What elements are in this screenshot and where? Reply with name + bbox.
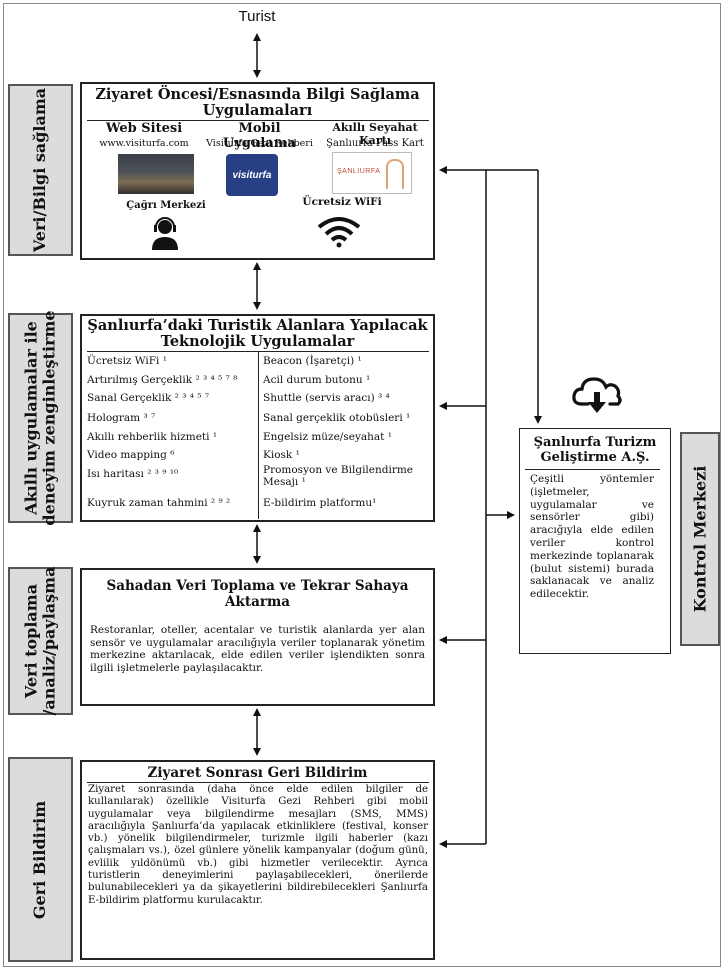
tech-item-right: Acil durum butonu ¹ — [263, 374, 371, 386]
tech-item-right: Shuttle (servis aracı) ³ ⁴ — [263, 392, 390, 404]
kart-title: Akıllı Seyahat Kartı — [332, 121, 418, 147]
wifi-icon — [317, 217, 361, 248]
web-title: Web Sitesi — [105, 121, 183, 136]
headset-icon — [152, 217, 178, 250]
control-title-line2: Geliştirme A.Ş. — [540, 450, 650, 465]
side-label-kontrol: Kontrol Merkezi — [680, 432, 720, 646]
wifi-title: Ücretsiz WiFi — [302, 196, 382, 208]
website-thumbnail — [118, 154, 194, 194]
box4-text: Ziyaret sonrasında (daha önce elde edile… — [88, 784, 428, 906]
box2-title-line1: Şanlıurfa’daki Turistik Alanlara Yapılac… — [87, 317, 428, 334]
cagri-title: Çağrı Merkezi — [126, 200, 206, 211]
sanliurfa-pass-card: ŞANLIURFA — [332, 152, 412, 194]
box2-title: Şanlıurfa’daki Turistik Alanlara Yapılac… — [82, 318, 433, 350]
outer-frame — [3, 3, 721, 967]
control-title-line1: Şanlıurfa Turizm — [533, 435, 657, 450]
control-title: Şanlıurfa Turizm Geliştirme A.Ş. — [520, 435, 670, 465]
tech-item-right: Engelsiz müze/seyahat ¹ — [263, 431, 392, 443]
control-text: Çeşitli yöntemler (işletmeler, uygulamal… — [530, 473, 654, 601]
turist-label: Turist — [238, 8, 276, 25]
tech-item-left: Artırılmış Gerçeklik ² ³ ⁴ ⁵ ⁷ ⁸ — [87, 374, 238, 386]
tech-item-left: Kuyruk zaman tahmini ² ⁹ ² — [87, 497, 231, 509]
box-kontrol-merkezi: Şanlıurfa Turizm Geliştirme A.Ş. Çeşitli… — [519, 428, 671, 654]
box1-title: Ziyaret Öncesi/Esnasında Bilgi Sağlama U… — [82, 87, 433, 119]
box3-text: Restoranlar, oteller, acentalar ve turis… — [90, 624, 425, 674]
box-veri-toplama: Sahadan Veri Toplama ve Tekrar Sahaya Ak… — [80, 568, 435, 706]
card-logo-text: ŞANLIURFA — [337, 168, 381, 175]
tech-item-right: E-bildirim platformu¹ — [263, 497, 377, 509]
tech-item-right: Sanal gerçeklik otobüsleri ¹ — [263, 412, 411, 424]
tech-item-right: Beacon (İşaretçi) ¹ — [263, 355, 362, 367]
tech-item-right: Mesajı ¹ — [263, 476, 306, 488]
tech-item-left: Ücretsiz WiFi ¹ — [87, 355, 167, 367]
side-label-veri-bilgi: Veri/Bilgi sağlama — [8, 84, 73, 256]
side-label-akilli: Akıllı uygulamalar ile deneyim zenginleş… — [8, 310, 73, 526]
tech-item-left: Sanal Gerçeklik ² ³ ⁴ ⁵ ⁷ — [87, 392, 210, 404]
cloud-download-icon — [572, 377, 622, 413]
control-divider — [525, 469, 660, 470]
box1-title-line2: Uygulamaları — [202, 102, 313, 119]
box1-divider — [87, 120, 429, 121]
box2-column-divider — [258, 351, 259, 519]
mobil-sub: Visiturfa Gezi Rehberi — [206, 138, 313, 149]
side-label-geri-bildirim: Geri Bildirim — [8, 757, 73, 962]
box-geri-bildirim: Ziyaret Sonrası Geri Bildirim Ziyaret so… — [80, 760, 435, 960]
box1-title-line1: Ziyaret Öncesi/Esnasında Bilgi Sağlama — [95, 86, 420, 103]
box-bilgi-saglama: Ziyaret Öncesi/Esnasında Bilgi Sağlama U… — [80, 82, 435, 260]
box4-divider — [87, 782, 429, 783]
tech-item-left: Akıllı rehberlik hizmeti ¹ — [87, 431, 218, 443]
box3-title: Sahadan Veri Toplama ve Tekrar Sahaya Ak… — [106, 578, 409, 610]
tech-item-right: Promosyon ve Bilgilendirme — [263, 464, 414, 476]
tech-item-right: Kiosk ¹ — [263, 449, 300, 461]
box2-title-line2: Teknolojik Uygulamalar — [160, 333, 355, 350]
kart-sub: Şanlıurfa Pass Kart — [326, 138, 424, 149]
mobil-title: Mobil Uygulama — [223, 121, 296, 151]
tech-item-left: Video mapping ⁶ — [87, 449, 175, 461]
visiturfa-app-logo: visiturfa — [226, 154, 278, 196]
side-label-veri-toplama: Veri toplama /analiz/paylaşma — [8, 567, 73, 715]
card-arch-icon — [386, 159, 404, 189]
tech-item-left: Hologram ³ ⁷ — [87, 412, 156, 424]
tech-item-left: Isı haritası ² ³ ⁹ ¹⁰ — [87, 468, 179, 480]
web-url: www.visiturfa.com — [99, 138, 189, 149]
box-teknolojik-uygulamalar: Şanlıurfa’daki Turistik Alanlara Yapılac… — [80, 314, 435, 522]
box4-title: Ziyaret Sonrası Geri Bildirim — [147, 765, 368, 781]
